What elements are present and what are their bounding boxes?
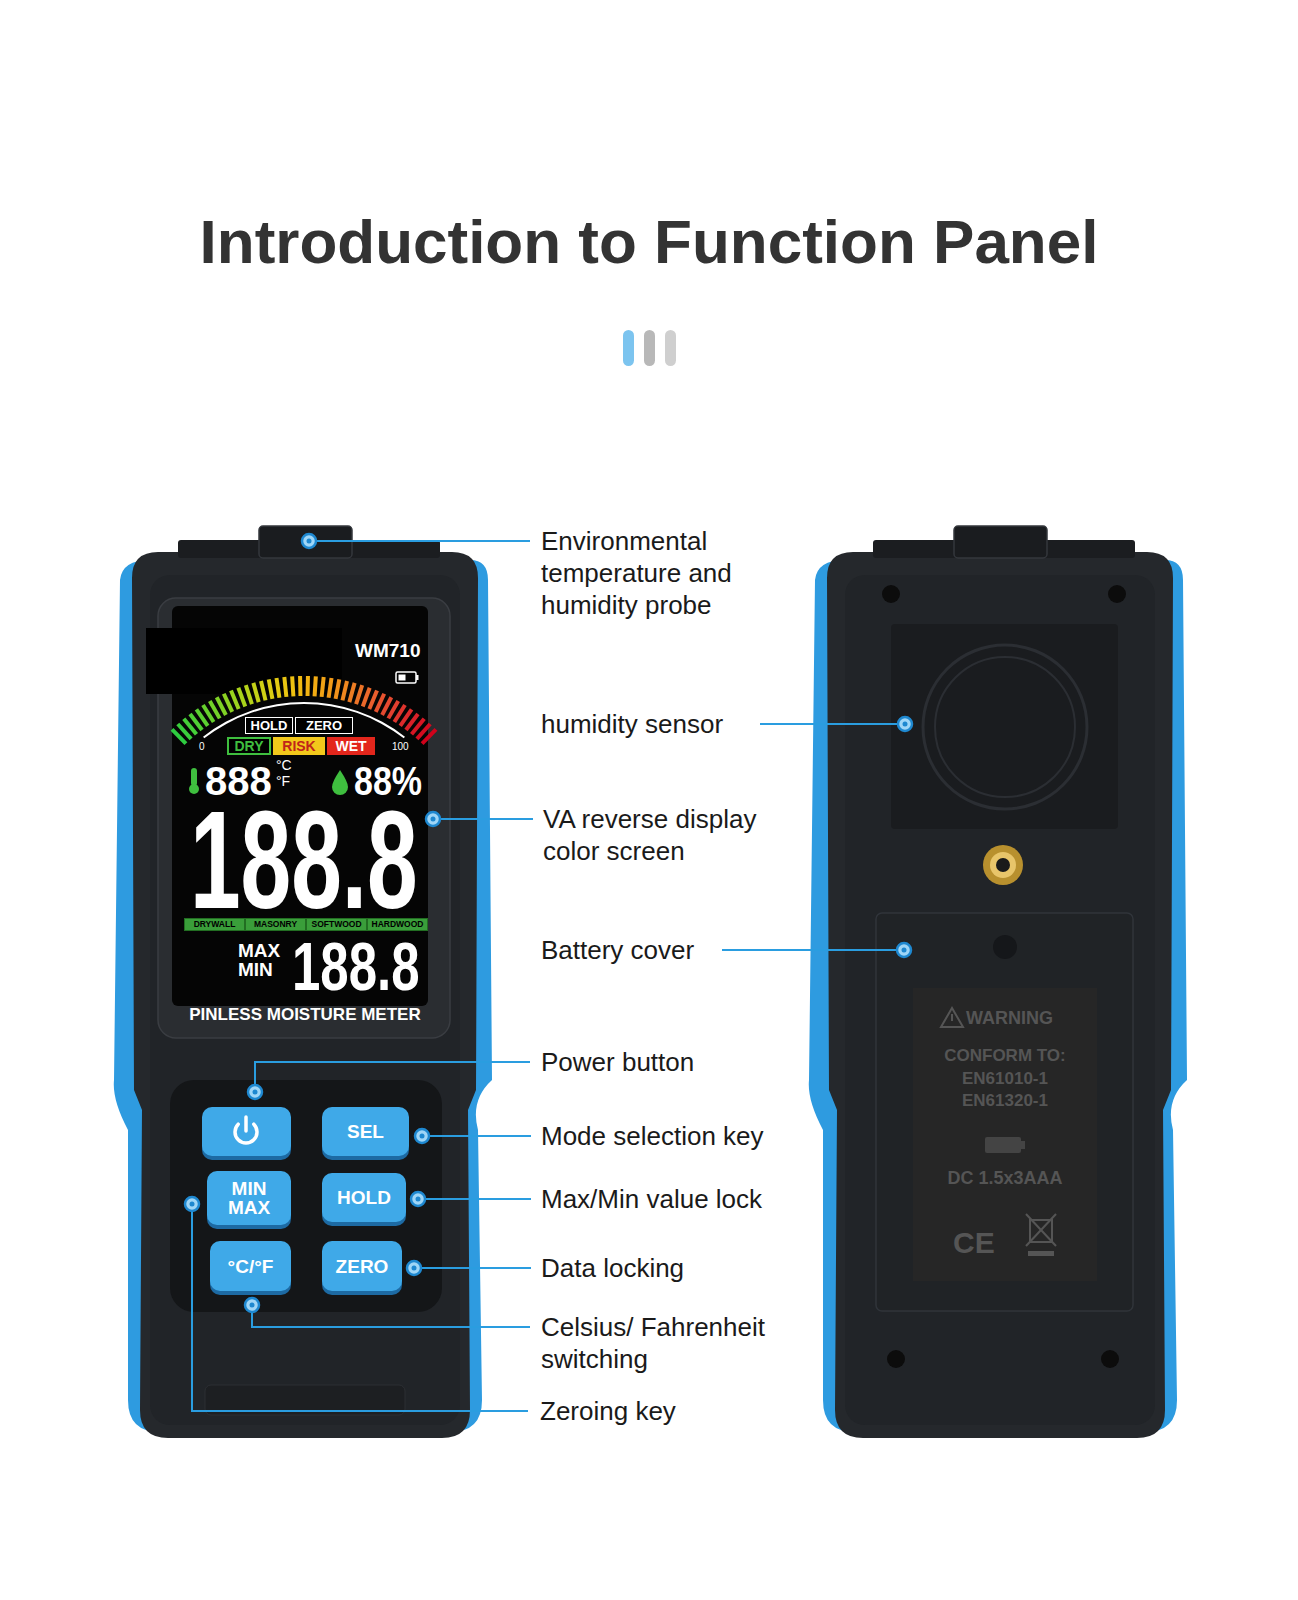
leader-dot [897,943,911,957]
printed-marking: CE [953,1226,995,1260]
leader-dot [248,1085,262,1099]
leader-line [433,818,533,820]
node-text: DRYWALL [194,920,236,929]
leader-line [422,1135,531,1137]
node-text: HOLD [251,719,288,732]
node-text: ZERO [306,719,342,732]
leader-line [192,1204,528,1411]
callout-label: Environmental temperature and humidity p… [541,525,791,621]
key-button: MIN MAX [207,1171,291,1225]
callout-label: Data locking [541,1252,684,1284]
printed-marking: PINLESS MOISTURE METER [175,1004,435,1026]
leader-line [309,540,530,542]
material-tag: SOFTWOOD [306,918,367,931]
key-button: SEL [322,1107,409,1156]
callout-label: VA reverse display color screen [543,803,843,867]
key-button: ZERO [322,1241,402,1291]
printed-marking: CONFORM TO: [913,1045,1097,1067]
node-text: WET [335,739,366,753]
node-text: DRY [234,739,263,753]
printed-marking: MIN [238,960,273,980]
printed-marking: 188.8 [190,790,418,930]
material-tag: DRYWALL [184,918,245,931]
printed-marking: EN61320-1 [913,1090,1097,1112]
callout-label: humidity sensor [541,708,723,740]
material-tag: MASONRY [245,918,306,931]
key-button: HOLD [322,1173,406,1222]
node-text: HARDWOOD [372,920,424,929]
level-tag: DRY [227,737,271,755]
callout-label: Celsius/ Fahrenheit switching [541,1311,821,1375]
printed-marking: 0 [199,741,205,753]
leader-dot [407,1261,421,1275]
node-text: °C/°F [228,1257,274,1276]
printed-marking: 188.8 [292,932,420,1000]
callout-label: Battery cover [541,934,694,966]
callout-label: Max/Min value lock [541,1183,762,1215]
callout-label: Zeroing key [540,1395,676,1427]
printed-marking: °C [276,758,292,773]
leader-dot [426,812,440,826]
key-button: °C/°F [210,1241,291,1291]
printed-marking: °F [276,774,290,789]
level-tag: WET [327,737,375,755]
printed-marking: 100 [392,741,409,753]
printed-marking: WARNING [966,1007,1053,1029]
node-text: RISK [282,739,315,753]
leader-line [255,1062,530,1092]
printed-marking: WM710 [355,639,420,662]
node-text: MASONRY [254,920,297,929]
leader-dot [185,1197,199,1211]
node-text: HOLD [337,1188,391,1207]
node-text: ZERO [336,1257,389,1276]
printed-marking: MAX [238,941,280,961]
level-tag: RISK [273,737,325,755]
material-tag: HARDWOOD [367,918,428,931]
leader-dot [245,1298,259,1312]
status-tag: HOLD [245,717,293,734]
leader-dot [898,717,912,731]
printed-marking: DC 1.5x3AAA [913,1167,1097,1189]
leader-dot [411,1192,425,1206]
leader-dot [302,534,316,548]
leader-line [414,1267,531,1269]
node-text: MIN MAX [227,1179,271,1217]
leader-dot [415,1129,429,1143]
leader-line [722,949,904,951]
printed-marking: EN61010-1 [913,1068,1097,1090]
node-text: SOFTWOOD [311,920,361,929]
callout-label: Power button [541,1046,694,1078]
status-tag: ZERO [295,717,353,734]
leader-line [418,1198,531,1200]
leader-line [252,1305,530,1327]
leader-line [760,723,905,725]
node-text: SEL [347,1122,384,1141]
callout-label: Mode selection key [541,1120,764,1152]
title: Introduction to Function Panel [0,205,1298,279]
